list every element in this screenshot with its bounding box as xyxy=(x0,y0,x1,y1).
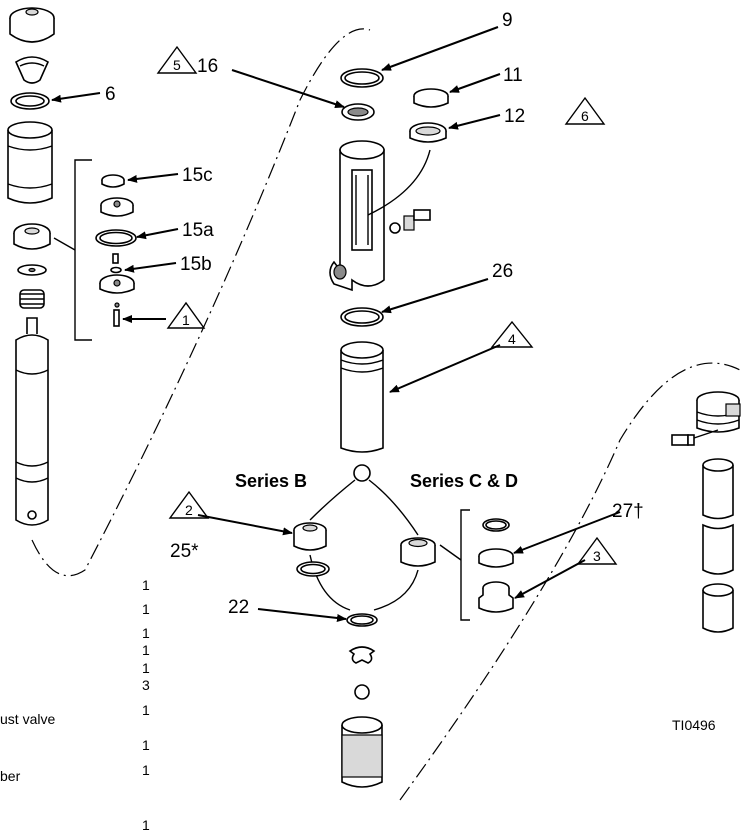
right-stack xyxy=(671,391,741,633)
parts-list-fragment: 1 1 1 1 1 3 1 1 1 1 ust valve ber xyxy=(0,577,150,830)
svg-text:5: 5 xyxy=(173,57,181,73)
svg-text:1: 1 xyxy=(142,737,150,753)
callout-16: 16 xyxy=(197,56,218,77)
callout-22: 22 xyxy=(228,597,249,618)
warning-triangle-2: 2 xyxy=(168,490,210,519)
svg-text:1: 1 xyxy=(142,577,150,593)
warning-triangle-1: 1 xyxy=(166,301,206,329)
callout-26: 26 xyxy=(492,261,513,282)
svg-text:2: 2 xyxy=(185,502,193,518)
leader-arrows xyxy=(51,26,621,622)
center-stack xyxy=(293,68,449,788)
svg-text:1: 1 xyxy=(142,625,150,641)
svg-text:3: 3 xyxy=(142,677,150,693)
warning-triangle-3: 3 xyxy=(576,536,618,565)
figure-id: TI0496 xyxy=(672,717,716,733)
callout-15c: 15c xyxy=(182,165,213,186)
left-stack xyxy=(7,7,55,526)
warning-triangle-5: 5 xyxy=(156,45,198,74)
callout-6: 6 xyxy=(105,84,116,105)
valve-assembly-15 xyxy=(53,159,137,341)
svg-text:3: 3 xyxy=(593,548,601,564)
svg-text:1: 1 xyxy=(142,642,150,658)
series-cd-label: Series C & D xyxy=(410,471,518,491)
svg-text:1: 1 xyxy=(142,601,150,617)
callout-15a: 15a xyxy=(182,220,214,241)
svg-text:4: 4 xyxy=(508,331,516,347)
callout-15b: 15b xyxy=(180,254,212,275)
callout-25: 25* xyxy=(170,541,199,562)
callout-27: 27† xyxy=(612,501,644,522)
assembly-line-right xyxy=(399,362,741,801)
callout-9: 9 xyxy=(502,10,513,31)
callout-11: 11 xyxy=(503,65,523,86)
warning-triangle-4: 4 xyxy=(490,320,534,348)
svg-text:1: 1 xyxy=(182,312,190,328)
series-b-label: Series B xyxy=(235,471,307,491)
series-cd-stack xyxy=(439,509,514,621)
svg-text:6: 6 xyxy=(581,108,589,124)
svg-text:1: 1 xyxy=(142,817,150,830)
svg-text:1: 1 xyxy=(142,660,150,676)
svg-text:1: 1 xyxy=(142,762,150,778)
assembly-line-left xyxy=(31,28,371,577)
warning-triangle-6: 6 xyxy=(564,96,606,125)
svg-text:1: 1 xyxy=(142,702,150,718)
svg-text:ust valve: ust valve xyxy=(0,711,55,727)
svg-text:ber: ber xyxy=(0,768,21,784)
callout-12: 12 xyxy=(504,106,525,127)
